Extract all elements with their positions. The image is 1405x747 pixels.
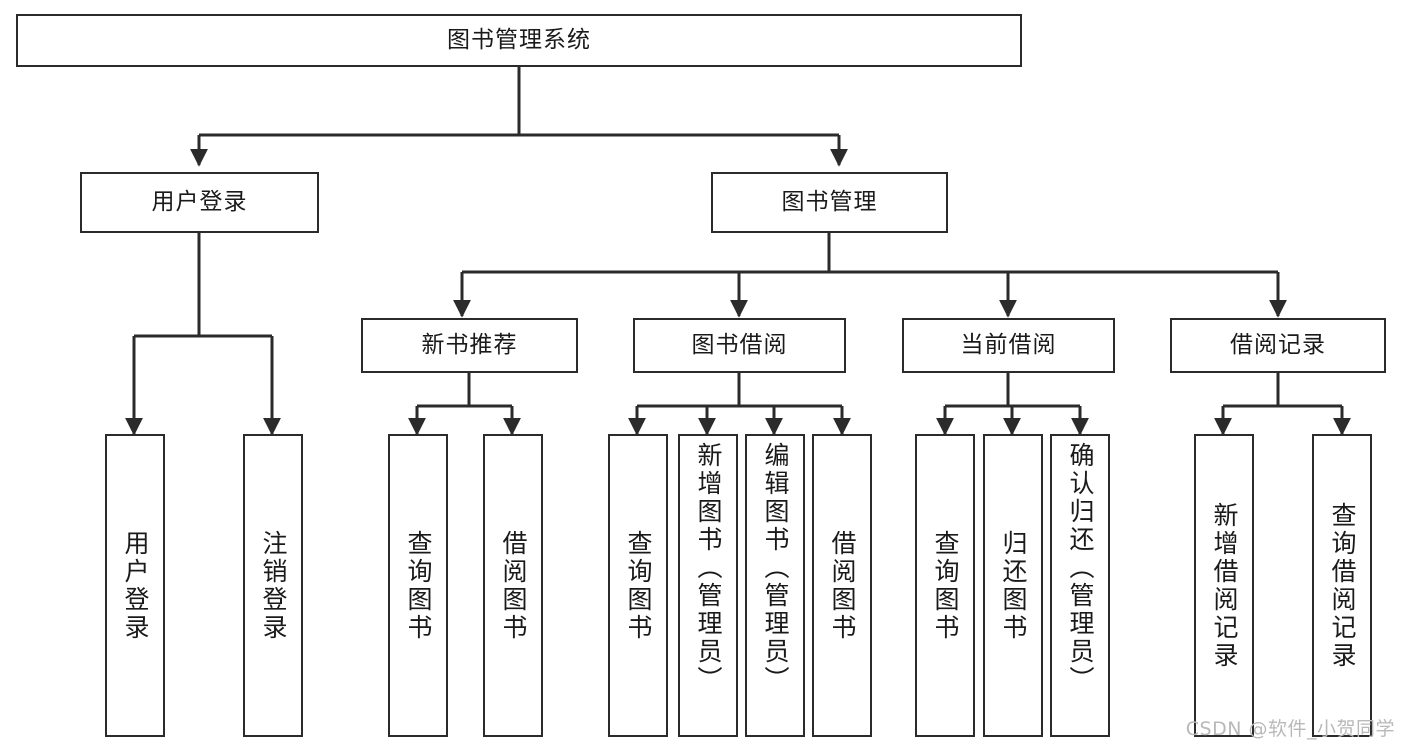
node-label: 图书管理系统 <box>447 26 591 53</box>
leaf-add-book-admin[interactable]: 新增图书（管理员） <box>678 434 738 737</box>
node-label: 编辑图书（管理员） <box>761 442 790 694</box>
node-label: 借阅图书 <box>499 529 528 642</box>
node-label: 用户登录 <box>121 529 150 642</box>
node-label: 当前借阅 <box>960 331 1057 358</box>
node-label: 确认归还（管理员） <box>1066 442 1095 694</box>
node-label: 图书管理 <box>781 188 878 215</box>
leaf-edit-book-admin[interactable]: 编辑图书（管理员） <box>745 434 805 737</box>
node-label: 新书推荐 <box>421 331 518 358</box>
node-label: 新增图书（管理员） <box>694 442 723 694</box>
node-label: 借阅图书 <box>828 529 857 642</box>
leaf-query-borrow-record[interactable]: 查询借阅记录 <box>1312 434 1372 737</box>
leaf-query-book-current[interactable]: 查询图书 <box>915 434 975 737</box>
leaf-confirm-return-admin[interactable]: 确认归还（管理员） <box>1050 434 1110 737</box>
node-user-login[interactable]: 用户登录 <box>80 172 319 233</box>
node-label: 查询图书 <box>931 529 960 642</box>
leaf-borrow-book[interactable]: 借阅图书 <box>812 434 872 737</box>
leaf-query-book-borrow[interactable]: 查询图书 <box>608 434 668 737</box>
leaf-borrow-book-recommend[interactable]: 借阅图书 <box>483 434 543 737</box>
leaf-logout[interactable]: 注销登录 <box>243 434 303 737</box>
node-label: 用户登录 <box>151 188 248 215</box>
node-label: 查询借阅记录 <box>1328 501 1357 670</box>
node-label: 归还图书 <box>999 529 1028 642</box>
node-label: 注销登录 <box>259 529 288 642</box>
node-root-system[interactable]: 图书管理系统 <box>16 14 1022 67</box>
node-label: 新增借阅记录 <box>1210 501 1239 670</box>
node-label: 查询图书 <box>404 529 433 642</box>
node-book-management[interactable]: 图书管理 <box>711 172 948 233</box>
leaf-user-login[interactable]: 用户登录 <box>105 434 165 737</box>
node-book-borrow[interactable]: 图书借阅 <box>633 318 846 373</box>
node-new-book-recommend[interactable]: 新书推荐 <box>361 318 578 373</box>
node-label: 查询图书 <box>624 529 653 642</box>
leaf-query-book-recommend[interactable]: 查询图书 <box>388 434 448 737</box>
node-label: 图书借阅 <box>691 331 788 358</box>
watermark-text: CSDN @软件_小贺同学 <box>1185 718 1395 740</box>
node-label: 借阅记录 <box>1230 331 1326 358</box>
leaf-return-book[interactable]: 归还图书 <box>983 434 1043 737</box>
leaf-add-borrow-record[interactable]: 新增借阅记录 <box>1194 434 1254 737</box>
node-borrow-records[interactable]: 借阅记录 <box>1170 318 1386 373</box>
node-current-borrow[interactable]: 当前借阅 <box>902 318 1115 373</box>
